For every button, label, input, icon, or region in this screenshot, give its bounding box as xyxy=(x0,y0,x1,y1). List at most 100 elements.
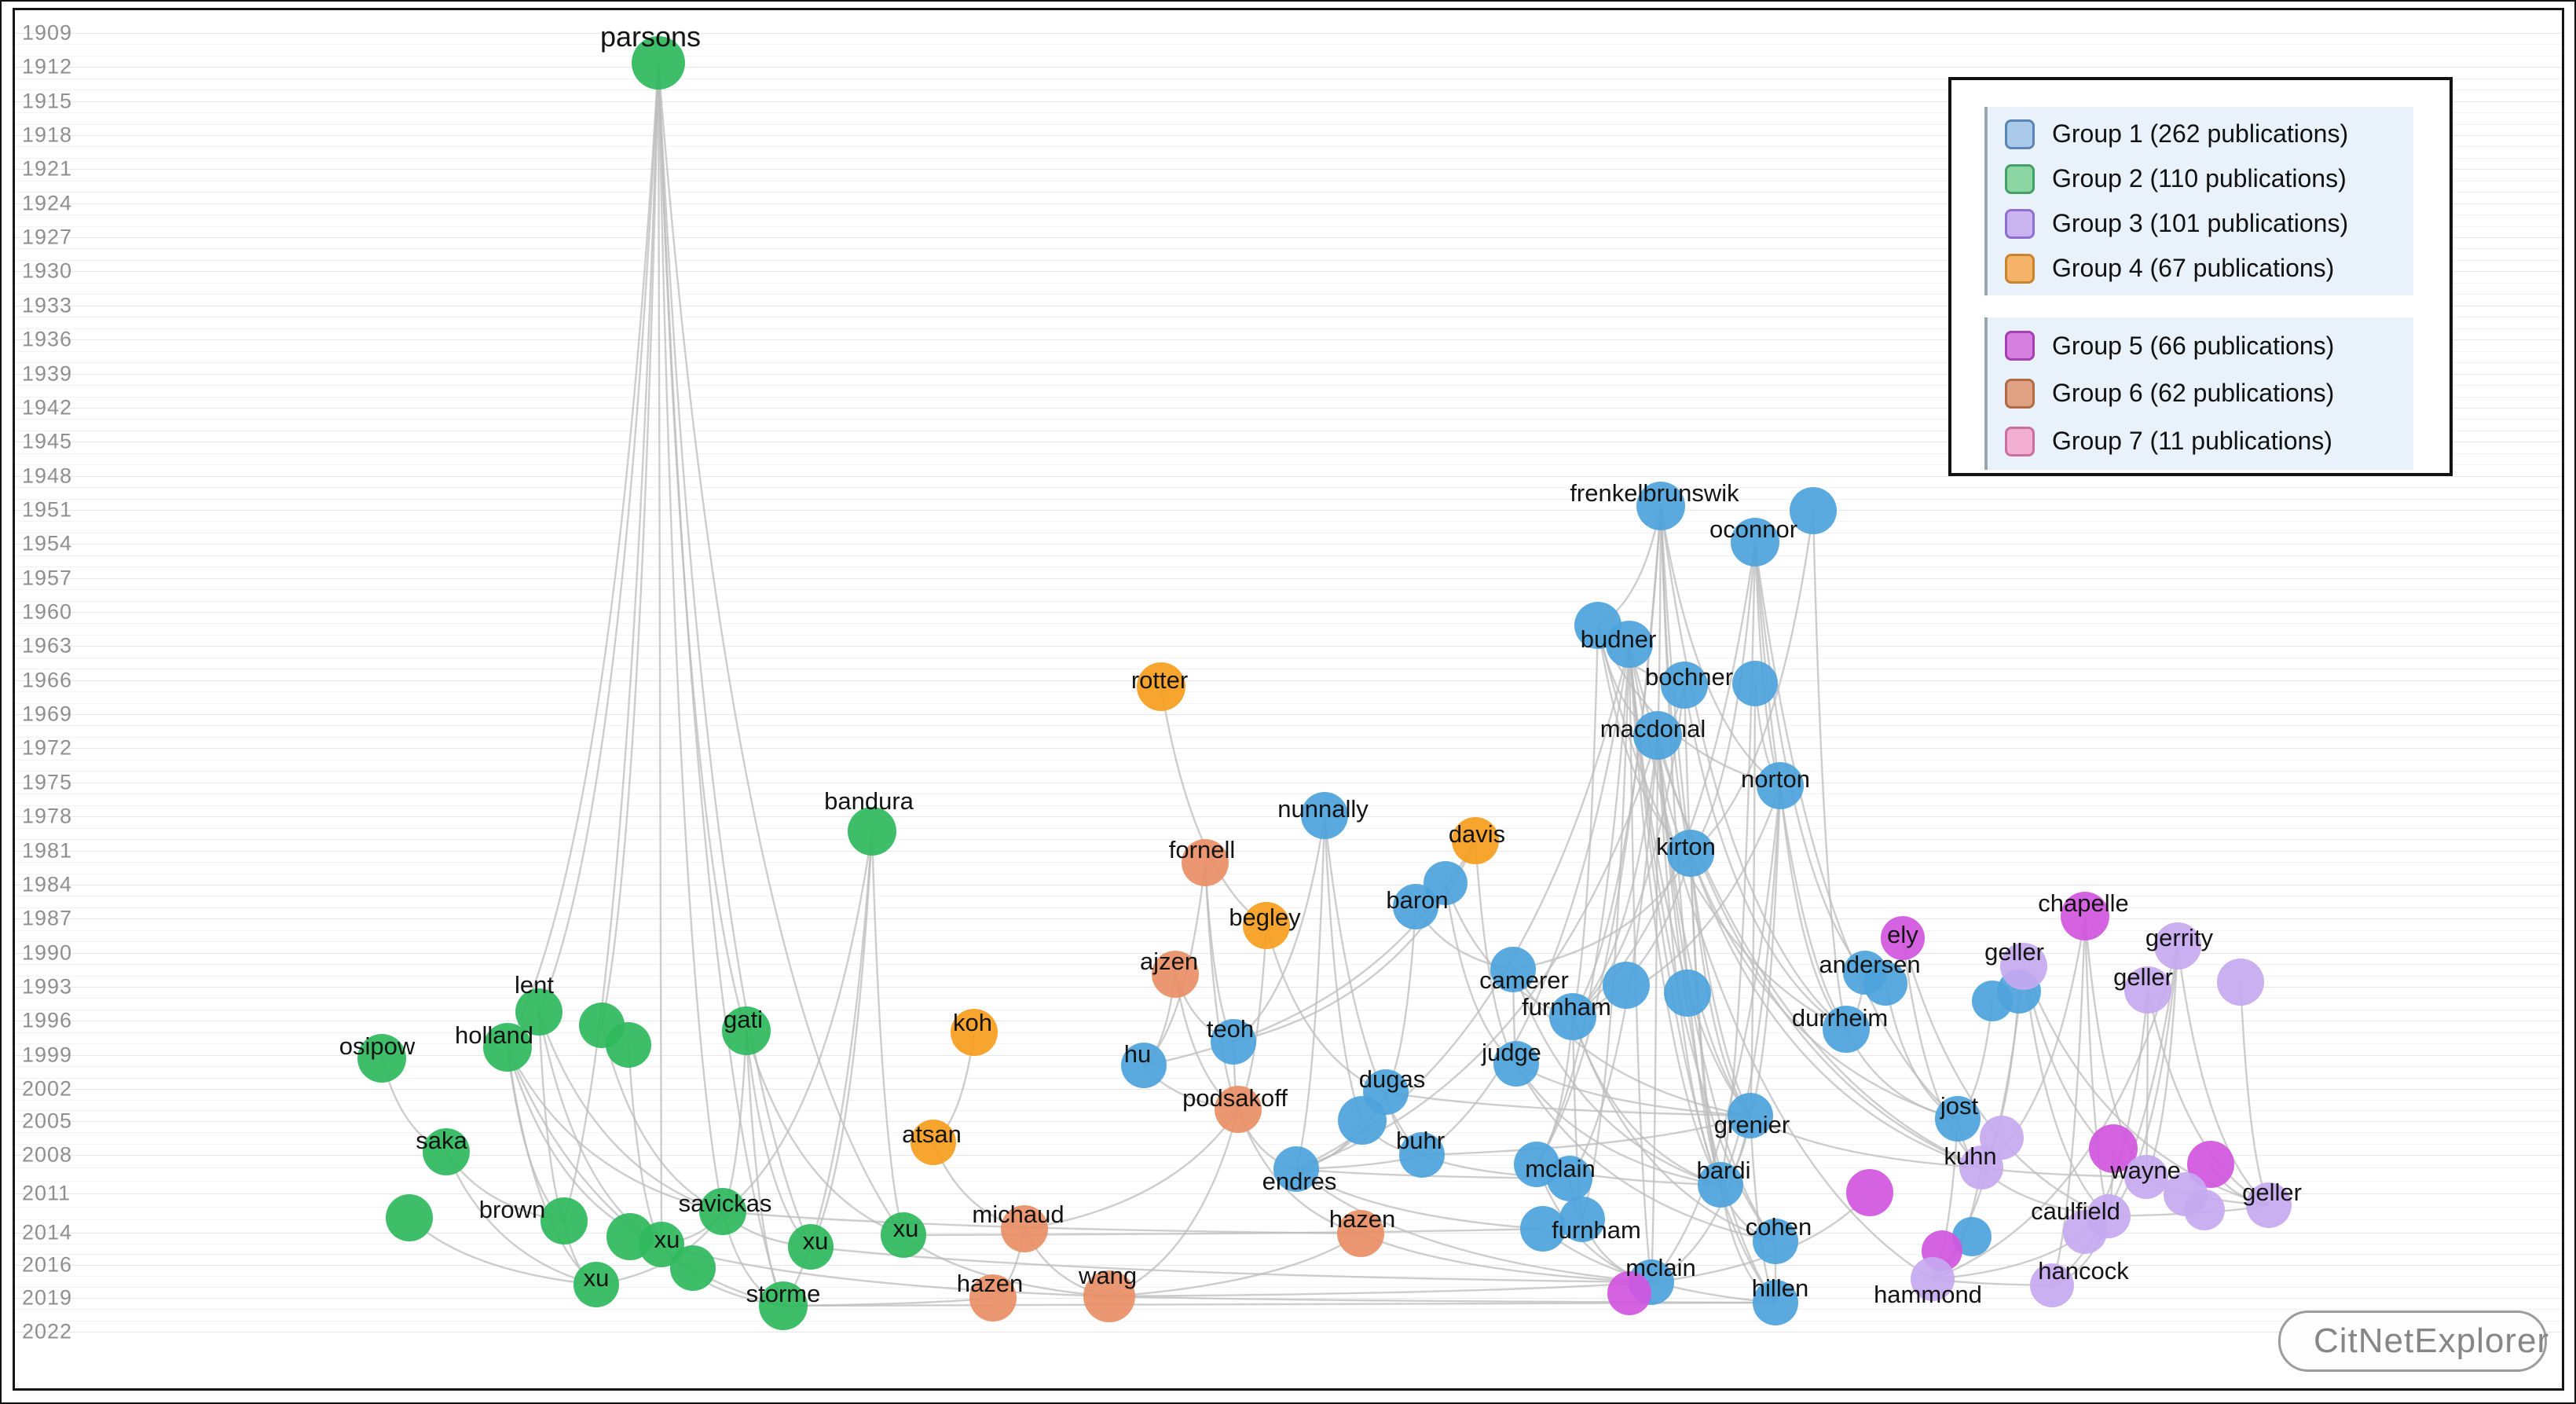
graph-node-gpair2[interactable] xyxy=(606,1022,651,1068)
legend-panel: Group 5 (66 publications)Group 6 (62 pub… xyxy=(1984,317,2413,470)
graph-node-grenier[interactable] xyxy=(1728,1093,1773,1138)
graph-node-savickas[interactable] xyxy=(699,1188,746,1235)
gridline xyxy=(15,975,2562,977)
gridline xyxy=(15,396,2562,398)
graph-node-oconnor[interactable] xyxy=(1731,518,1779,566)
gridline xyxy=(15,1143,2562,1145)
year-label: 1993 xyxy=(22,974,73,999)
graph-node-hillen[interactable] xyxy=(1753,1280,1798,1325)
graph-node-camerer[interactable] xyxy=(1490,947,1536,992)
graph-node-storme[interactable] xyxy=(759,1281,808,1330)
citation-edge xyxy=(1719,785,1782,1186)
graph-node-teoh[interactable] xyxy=(1211,1019,1256,1065)
citation-edge xyxy=(1901,937,2109,1218)
graph-node-bandura[interactable] xyxy=(848,807,896,856)
graph-node-geller1[interactable] xyxy=(2000,943,2047,990)
graph-node-endres[interactable] xyxy=(1273,1146,1319,1192)
graph-node-ublue2[interactable] xyxy=(1603,962,1650,1009)
graph-node-saka[interactable] xyxy=(423,1128,470,1175)
graph-node-jost[interactable] xyxy=(1935,1096,1981,1142)
graph-node-wayne2[interactable] xyxy=(2124,1155,2168,1199)
graph-node-hammond[interactable] xyxy=(1911,1257,1955,1301)
graph-node-furnham1[interactable] xyxy=(1549,993,1596,1040)
graph-node-andersen2[interactable] xyxy=(1863,962,1907,1006)
graph-node-rotter[interactable] xyxy=(1137,662,1185,711)
graph-node-parsons[interactable] xyxy=(632,36,685,90)
graph-node-umag1[interactable] xyxy=(1846,1169,1893,1216)
gridline xyxy=(15,1089,2562,1090)
year-label: 1957 xyxy=(22,566,73,590)
graph-node-bochner2[interactable] xyxy=(1732,661,1778,706)
year-label: 2008 xyxy=(22,1142,73,1167)
graph-node-caulfield2[interactable] xyxy=(2063,1210,2107,1254)
legend-label: Group 2 (110 publications) xyxy=(2052,164,2347,192)
graph-node-begley[interactable] xyxy=(1243,902,1290,949)
graph-node-koh[interactable] xyxy=(951,1009,998,1056)
graph-node-xu2[interactable] xyxy=(573,1262,619,1307)
graph-node-osipow[interactable] xyxy=(357,1034,406,1083)
graph-node-hancock[interactable] xyxy=(2030,1263,2074,1307)
graph-node-lent[interactable] xyxy=(515,988,562,1036)
graph-node-mclain1b[interactable] xyxy=(1547,1156,1592,1201)
graph-node-hu[interactable] xyxy=(1121,1043,1167,1088)
graph-node-brown[interactable] xyxy=(540,1197,588,1245)
graph-node-bardi[interactable] xyxy=(1698,1162,1743,1208)
graph-node-michaud[interactable] xyxy=(1001,1205,1048,1252)
citation-edge xyxy=(1659,505,1722,1186)
graph-node-geller3[interactable] xyxy=(2246,1182,2292,1228)
citnetexplorer-badge[interactable]: CitNetExplorer xyxy=(2278,1311,2549,1372)
graph-node-podsakoff[interactable] xyxy=(1215,1086,1262,1133)
graph-node-kirton[interactable] xyxy=(1667,830,1714,877)
graph-node-gerrity[interactable] xyxy=(2154,922,2201,970)
graph-node-ugreen1[interactable] xyxy=(386,1194,433,1241)
graph-node-hazen2[interactable] xyxy=(1337,1210,1384,1257)
graph-node-umag3[interactable] xyxy=(1607,1271,1651,1315)
graph-node-norton[interactable] xyxy=(1757,762,1804,809)
graph-node-ely[interactable] xyxy=(1881,916,1925,960)
graph-node-dugas2[interactable] xyxy=(1338,1096,1387,1145)
graph-node-frenkel[interactable] xyxy=(1636,482,1685,530)
graph-node-hazen1[interactable] xyxy=(969,1274,1017,1322)
graph-node-furnham2a[interactable] xyxy=(1520,1206,1566,1252)
citation-edge xyxy=(1596,625,1847,1031)
graph-node-xu4[interactable] xyxy=(881,1212,926,1258)
graph-node-holland[interactable] xyxy=(483,1023,532,1072)
graph-node-macdonal[interactable] xyxy=(1633,711,1682,760)
graph-node-furnham2b[interactable] xyxy=(1559,1197,1605,1242)
graph-node-geller2[interactable] xyxy=(2124,966,2171,1014)
graph-node-durrheim[interactable] xyxy=(1823,1006,1870,1053)
citation-edge xyxy=(600,62,660,1026)
graph-node-chapelle[interactable] xyxy=(2061,892,2109,940)
graph-node-wang[interactable] xyxy=(1083,1270,1135,1322)
graph-node-davis[interactable] xyxy=(1452,817,1499,864)
year-label: 2005 xyxy=(22,1109,73,1133)
gridline xyxy=(15,1110,2562,1112)
graph-node-cohen[interactable] xyxy=(1753,1219,1798,1264)
graph-node-judge[interactable] xyxy=(1493,1041,1539,1087)
graph-node-ublue3[interactable] xyxy=(1664,970,1711,1017)
legend-swatch-group-3 xyxy=(2005,208,2035,239)
graph-node-buhr[interactable] xyxy=(1399,1132,1445,1178)
citation-edge xyxy=(1690,510,1815,854)
graph-node-nunnally[interactable] xyxy=(1301,792,1348,839)
graph-node-ajzen[interactable] xyxy=(1152,951,1199,998)
graph-node-ublue1[interactable] xyxy=(1790,487,1837,534)
graph-node-upurp1[interactable] xyxy=(2217,959,2264,1006)
gridline xyxy=(15,680,2562,681)
graph-node-kuhn[interactable] xyxy=(1959,1146,2003,1190)
graph-node-upurp4[interactable] xyxy=(2184,1190,2225,1230)
graph-node-ugreen3[interactable] xyxy=(670,1245,716,1291)
graph-node-atsan[interactable] xyxy=(911,1120,956,1165)
gridline xyxy=(15,146,2562,148)
citation-edge xyxy=(2022,966,2270,1207)
graph-node-xu3[interactable] xyxy=(788,1224,834,1270)
graph-node-budner2[interactable] xyxy=(1606,621,1653,668)
graph-node-fornell[interactable] xyxy=(1182,839,1229,886)
gridline xyxy=(15,237,2562,238)
graph-node-gati[interactable] xyxy=(722,1006,771,1055)
graph-node-bochner1[interactable] xyxy=(1661,662,1708,709)
citation-edge xyxy=(506,1047,724,1213)
citation-edge xyxy=(745,1030,904,1237)
legend-label: Group 3 (101 publications) xyxy=(2052,209,2349,237)
graph-node-baron2[interactable] xyxy=(1393,884,1438,929)
